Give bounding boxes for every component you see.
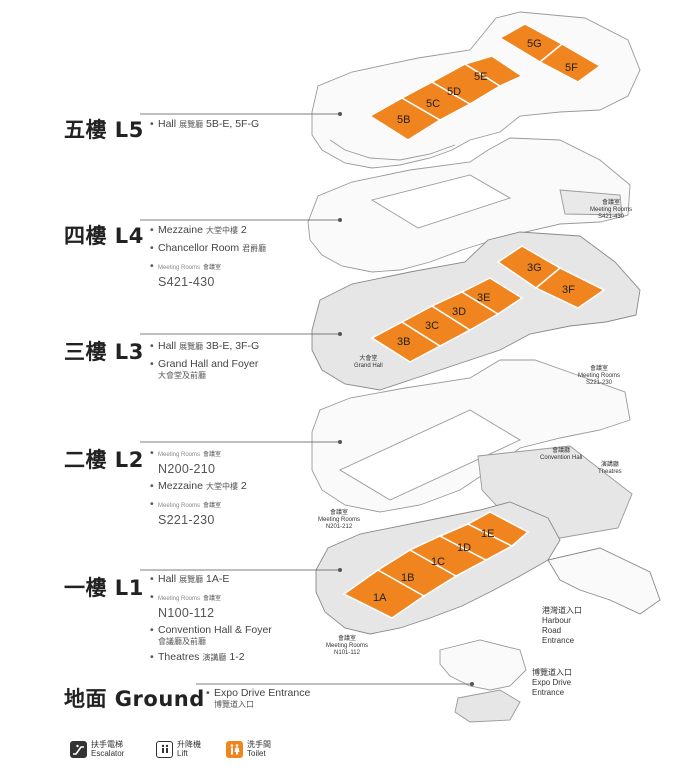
hall-label: 1E [481, 528, 495, 540]
hall-label: 5E [474, 71, 488, 83]
hall-blocks [342, 23, 606, 619]
hall-label: 5G [527, 38, 542, 50]
hall-label: 1D [457, 542, 472, 554]
toilet-icon [226, 740, 243, 758]
legend-zh: 洗手間 [247, 740, 271, 749]
hall-label: 5D [447, 86, 462, 98]
floor-title-l1: 一樓 L1 [64, 576, 144, 600]
floor-title-ground: 地面 Ground [64, 687, 205, 711]
legend-zh: 扶手電梯 [91, 740, 123, 749]
hall-label: 3B [397, 336, 411, 348]
hall-label: 3C [425, 320, 440, 332]
hall-label: 3F [562, 284, 575, 296]
hall-label: 3E [477, 292, 491, 304]
escalator-icon [70, 740, 87, 758]
floor-title-l2: 二樓 L2 [64, 448, 144, 472]
legend-zh: 升降機 [177, 740, 201, 749]
hall-label: 5F [565, 62, 578, 74]
floor-title-l3: 三樓 L3 [64, 340, 144, 364]
floor-l4-plan [307, 137, 631, 273]
hall-label: 3G [527, 262, 542, 274]
floor-title-l5: 五樓 L5 [64, 118, 144, 142]
floor-l2-plan [311, 359, 633, 539]
hall-label: 1A [373, 592, 387, 604]
hall-label: 3D [452, 306, 467, 318]
lift-icon [156, 740, 173, 758]
hall-label: 5C [426, 98, 441, 110]
hall-label: 5B [397, 114, 411, 126]
hall-label: 1B [401, 572, 415, 584]
legend-en: Toilet [247, 749, 266, 758]
floor-ground-plan [439, 639, 527, 723]
legend-en: Escalator [91, 749, 125, 758]
floor-title-l4: 四樓 L4 [64, 224, 144, 248]
leader-lines [140, 112, 474, 687]
hall-label: 1C [431, 556, 446, 568]
legend-en: Lift [177, 749, 188, 758]
